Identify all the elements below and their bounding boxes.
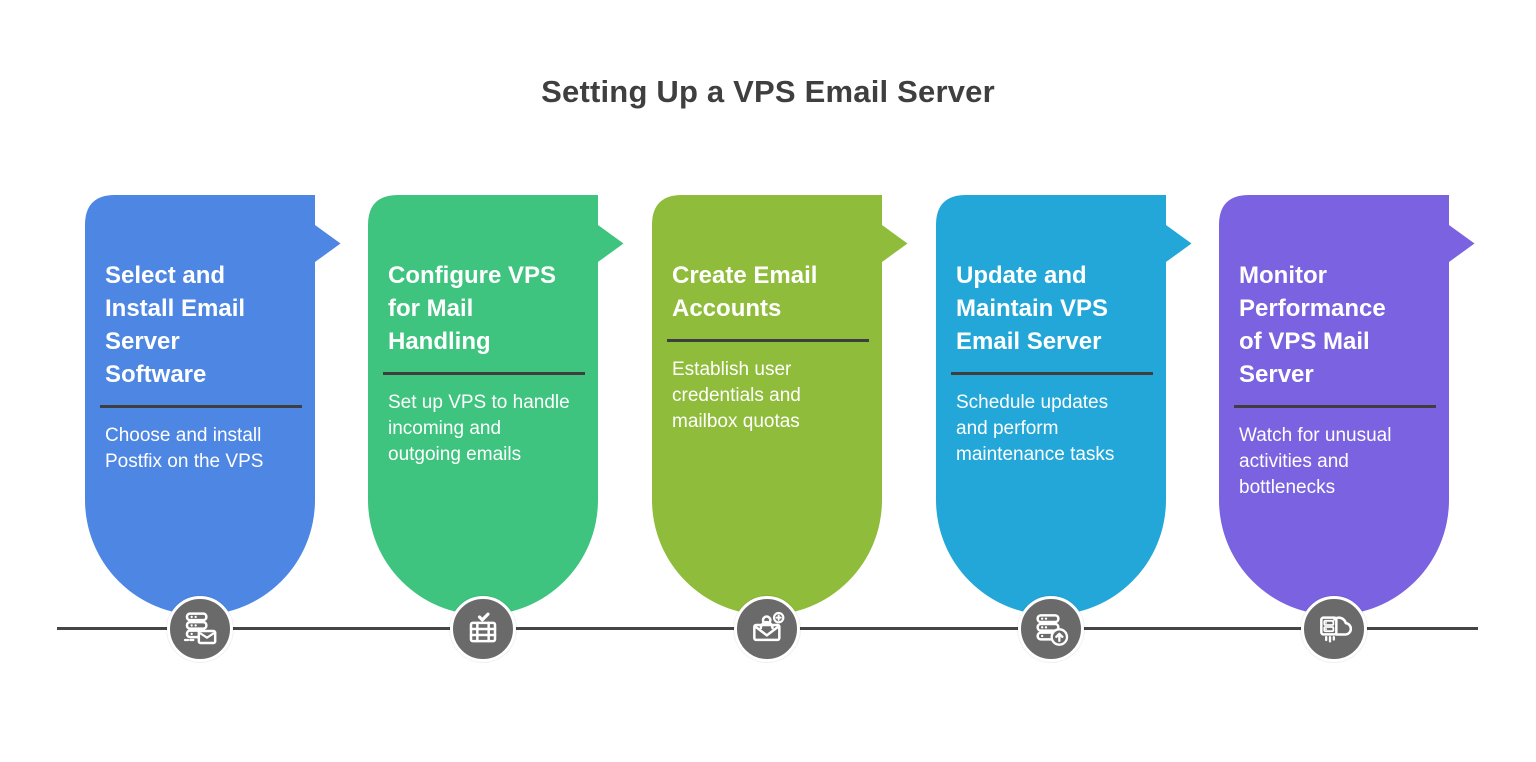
card-divider [1234,405,1436,408]
card-divider [383,372,585,375]
card-divider [100,405,302,408]
timeline-node-5 [1301,596,1367,662]
step-card-1: Select and Install Email Server Software… [85,195,341,615]
card-description: Schedule updates and perform maintenance… [956,392,1115,465]
card-title: Configure VPS for Mail Handling [388,262,557,355]
server-check-icon [469,612,497,643]
step-card-5: Monitor Performance of VPS Mail Server W… [1219,195,1475,615]
card-bubble-shape [1219,195,1475,615]
card-description: Watch for unusual activities and bottlen… [1239,425,1392,498]
card-title: Select and Install Email Server Software [105,262,246,388]
card-content: Monitor Performance of VPS Mail Server W… [1219,195,1449,501]
step-card-2: Configure VPS for Mail Handling Set up V… [368,195,624,615]
card-bubble-path [368,195,624,615]
card-content: Update and Maintain VPS Email Server Sch… [936,195,1166,468]
card-description: Set up VPS to handle incoming and outgoi… [388,392,570,465]
server-update-icon [1036,614,1069,646]
mail-add-user-icon [753,611,785,642]
card-divider [667,339,869,342]
card-bubble-shape [652,195,908,615]
card-bubble-shape [936,195,1192,615]
card-title: Create Email Accounts [672,262,818,322]
card-divider [951,372,1153,375]
card-bubble-path [652,195,908,615]
page-title: Setting Up a VPS Email Server [541,74,995,109]
server-mail-icon [183,612,217,645]
timeline-node-3 [734,596,800,662]
card-bubble-shape [368,195,624,615]
step-card-3: Create Email Accounts Establish user cre… [652,195,908,615]
card-bubble-shape [85,195,341,615]
timeline-node-2 [450,596,516,662]
card-description: Establish user credentials and mailbox q… [672,359,801,432]
timeline-node-1 [167,596,233,662]
step-card-4: Update and Maintain VPS Email Server Sch… [936,195,1192,615]
card-title: Update and Maintain VPS Email Server [956,262,1109,355]
card-bubble-path [85,195,341,615]
card-content: Create Email Accounts Establish user cre… [652,195,882,435]
card-bubble-path [936,195,1192,615]
card-bubble-path [1219,195,1475,615]
card-description: Choose and install Postfix on the VPS [105,425,264,472]
cloud-server-icon [1320,616,1353,643]
card-content: Configure VPS for Mail Handling Set up V… [368,195,598,468]
timeline-node-4 [1018,596,1084,662]
card-content: Select and Install Email Server Software… [85,195,315,475]
card-title: Monitor Performance of VPS Mail Server [1239,262,1386,388]
